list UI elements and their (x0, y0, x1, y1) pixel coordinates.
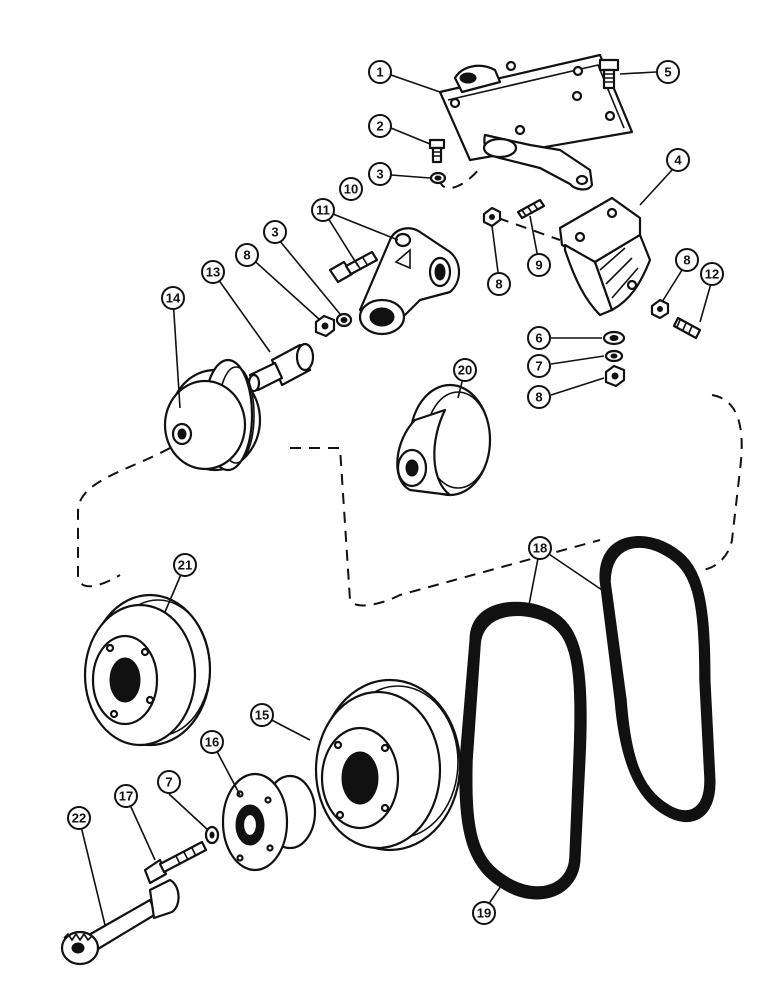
svg-text:1: 1 (376, 65, 383, 80)
v-belt-inner (459, 601, 587, 900)
leader-lines (78, 71, 713, 926)
crank-pulley-15 (314, 678, 462, 852)
callout-16: 16 (200, 730, 224, 754)
hex-nut-8-c (650, 298, 670, 320)
callout-22: 22 (67, 806, 91, 830)
stud-12 (672, 316, 702, 340)
callout-8: 8 (527, 385, 551, 409)
stud-9 (516, 198, 546, 220)
hub-16 (221, 772, 317, 872)
bolt-2 (428, 138, 446, 164)
idler-arm-10 (358, 227, 461, 336)
callout-21: 21 (173, 553, 197, 577)
svg-text:12: 12 (705, 267, 719, 282)
svg-text:3: 3 (376, 167, 383, 182)
svg-text:13: 13 (206, 265, 220, 280)
svg-text:19: 19 (477, 906, 491, 921)
svg-text:22: 22 (72, 811, 86, 826)
callout-2: 2 (368, 114, 392, 138)
svg-text:20: 20 (458, 363, 472, 378)
v-belt-outer (599, 536, 716, 823)
lock-washer-7-upper (604, 349, 624, 363)
svg-text:6: 6 (535, 331, 542, 346)
svg-text:16: 16 (205, 735, 219, 750)
callout-7: 7 (157, 770, 181, 794)
bolt-11 (328, 250, 379, 284)
callout-13: 13 (201, 260, 225, 284)
lock-washer-3-upper (429, 171, 447, 185)
lock-washer-7-lower (204, 825, 220, 845)
svg-text:3: 3 (271, 225, 278, 240)
callout-9: 9 (527, 253, 551, 277)
support-bracket-4 (558, 196, 652, 317)
hex-nut-8-b (314, 314, 336, 338)
svg-text:21: 21 (178, 558, 192, 573)
svg-text:15: 15 (255, 708, 269, 723)
idler-pulley-14 (163, 358, 262, 472)
svg-text:10: 10 (344, 182, 358, 197)
pulley-20 (396, 383, 492, 497)
callout-14: 14 (161, 286, 185, 310)
callout-7: 7 (527, 354, 551, 378)
callout-10: 10 (339, 177, 363, 201)
svg-text:5: 5 (664, 65, 671, 80)
callout-20: 20 (453, 358, 477, 382)
lock-washer-3-lower (335, 312, 353, 328)
hex-nut-8-d (604, 364, 626, 388)
svg-text:2: 2 (376, 119, 383, 134)
callout-17: 17 (114, 784, 138, 808)
svg-text:17: 17 (119, 789, 133, 804)
callout-3: 3 (263, 220, 287, 244)
crank-pulley-21 (83, 593, 212, 747)
callout-8: 8 (487, 272, 511, 296)
svg-text:9: 9 (535, 258, 542, 273)
callout-5: 5 (656, 60, 680, 84)
mounting-bracket-plate (438, 53, 634, 191)
drive-shaft-22 (60, 878, 180, 966)
svg-text:8: 8 (495, 277, 502, 292)
callout-15: 15 (250, 703, 274, 727)
svg-text:7: 7 (165, 775, 172, 790)
callout-18: 18 (528, 536, 552, 560)
flat-washer-6 (602, 330, 626, 346)
svg-text:4: 4 (674, 153, 682, 168)
callout-4: 4 (666, 148, 690, 172)
svg-text:11: 11 (316, 203, 330, 218)
svg-text:8: 8 (535, 390, 542, 405)
callout-1: 1 (368, 60, 392, 84)
svg-text:8: 8 (243, 248, 250, 263)
callout-8: 8 (675, 248, 699, 272)
callout-11: 11 (311, 198, 335, 222)
callout-6: 6 (527, 326, 551, 350)
svg-text:8: 8 (683, 253, 690, 268)
callout-12: 12 (700, 262, 724, 286)
svg-text:14: 14 (166, 291, 181, 306)
svg-text:18: 18 (533, 541, 547, 556)
bolt-17 (143, 840, 208, 885)
shaft-13 (247, 342, 315, 393)
bolt-5 (598, 58, 620, 90)
callout-8: 8 (235, 243, 259, 267)
callout-19: 19 (472, 901, 496, 925)
hex-nut-8-a (482, 206, 502, 228)
svg-text:7: 7 (535, 359, 542, 374)
callout-3: 3 (368, 162, 392, 186)
